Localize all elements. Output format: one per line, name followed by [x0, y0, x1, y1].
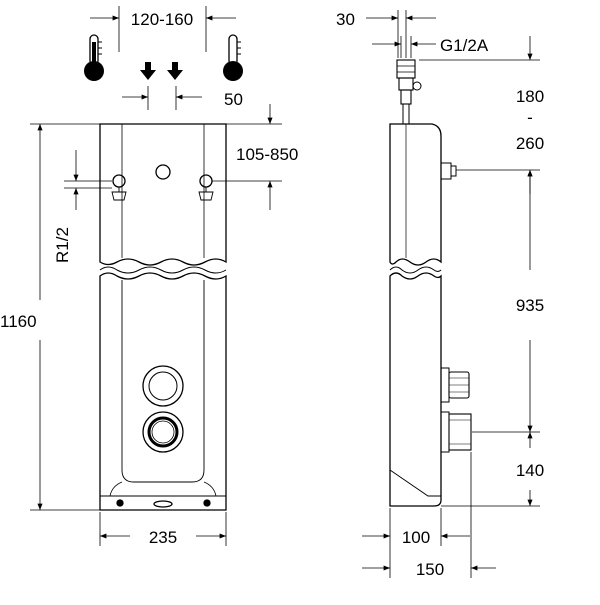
down-arrow-icon	[140, 62, 156, 80]
front-view	[99, 123, 227, 511]
dim-label-g12a: G1/2A	[440, 36, 489, 55]
dim-label-120-160: 120-160	[131, 10, 193, 29]
side-knob-lower	[440, 411, 472, 453]
side-connection-stub	[440, 162, 457, 180]
connection-left	[111, 174, 127, 201]
side-view	[389, 59, 472, 507]
connection-right	[198, 174, 214, 201]
dim-label-150: 150	[416, 560, 444, 579]
front-outlet	[153, 500, 173, 508]
control-knob-upper	[142, 365, 184, 407]
break-line-side	[389, 266, 442, 274]
dim-label-235: 235	[149, 528, 177, 547]
thermometer-cold-icon	[223, 34, 243, 81]
side-panel-upper	[389, 123, 442, 266]
dim-label-935: 935	[516, 296, 544, 315]
front-bottom-rim-curve-r	[203, 481, 217, 497]
side-panel-lower	[389, 272, 442, 507]
side-knob-upper	[440, 367, 470, 403]
dim-label-140: 140	[516, 461, 544, 480]
down-arrow-icon	[167, 62, 183, 80]
dim-label-50: 50	[224, 90, 243, 109]
front-foot-right	[203, 499, 211, 507]
dim-label-1160: 1160	[0, 312, 37, 331]
front-panel-lower	[99, 272, 227, 511]
side-dimensions	[362, 10, 540, 578]
dim-label-105-850: 105-850	[236, 145, 298, 164]
dim-label-180: 180	[516, 87, 544, 106]
dim-label-r12: R1/2	[53, 227, 72, 263]
dim-label-100: 100	[402, 528, 430, 547]
dim-label-dash: -	[527, 108, 533, 127]
side-bottom-slope	[389, 469, 441, 497]
front-bottom-rim-curve	[109, 481, 123, 497]
front-dimensions	[30, 6, 282, 546]
side-top-valve	[396, 59, 422, 125]
thermometer-hot-icon	[84, 34, 104, 81]
control-knob-lower	[142, 411, 184, 453]
front-top-hole	[155, 164, 171, 180]
dim-label-30: 30	[336, 10, 355, 29]
front-foot-left	[116, 499, 124, 507]
front-inner-recess	[121, 280, 205, 483]
front-panel-upper	[99, 123, 227, 266]
dim-label-260: 260	[516, 134, 544, 153]
break-line-front	[99, 266, 227, 274]
